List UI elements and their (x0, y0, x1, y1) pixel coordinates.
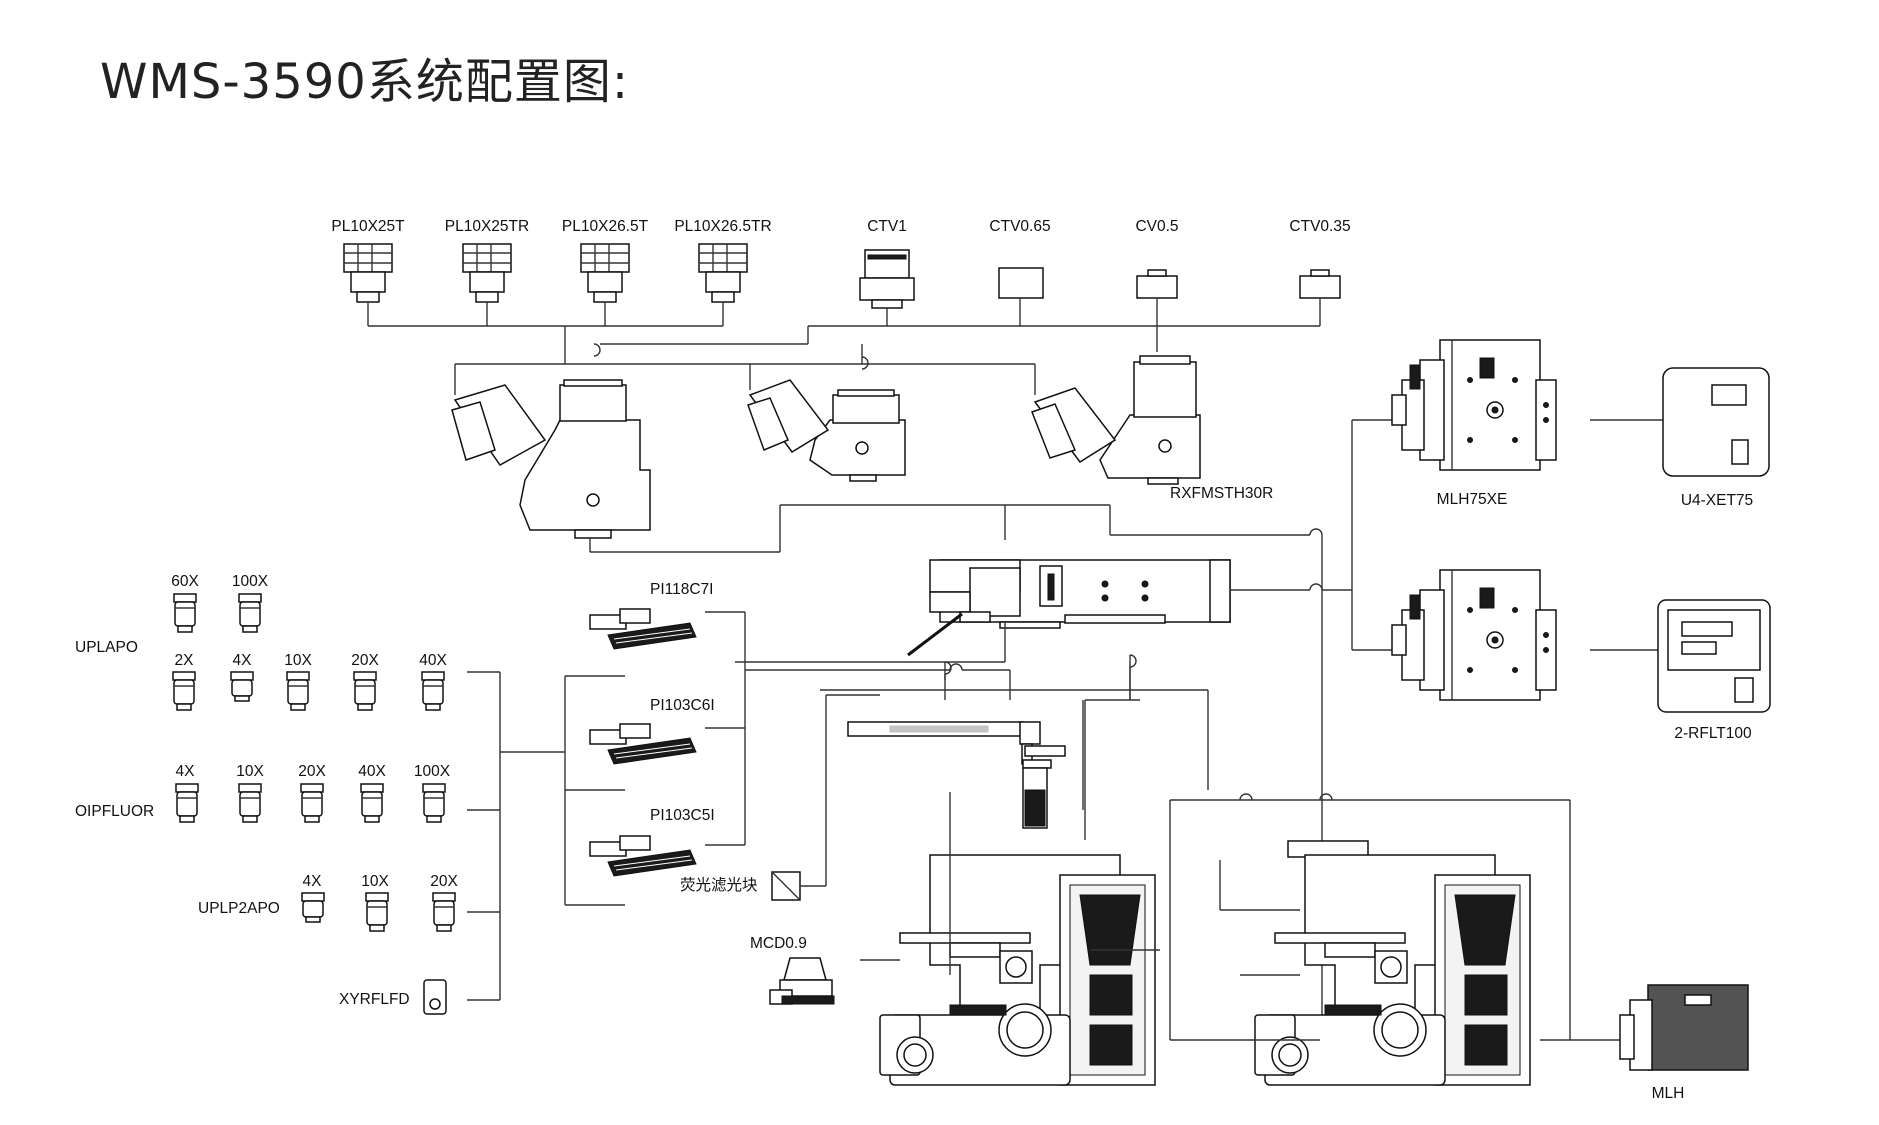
objective-series-label: OIPFLUOR (75, 803, 154, 820)
adapter-cv05: CV0.5 (1135, 218, 1179, 299)
objective-series-label: UPLP2APO (198, 900, 280, 917)
eyepiece-label: PL10X26.5TR (674, 218, 771, 235)
objective-mag: 4X (303, 873, 323, 890)
trinocular-head-3: RXFMSTH30R (1031, 355, 1273, 502)
objective-mag: 2X (175, 652, 195, 669)
objective-group-uplapo: UPLAPO 60X 100X 2X 4X 10X 20X 40X (75, 573, 447, 711)
eyepiece-label: PL10X25TR (445, 218, 529, 235)
adapter-label: CTV0.65 (989, 218, 1050, 235)
microscope-frame-1 (879, 854, 1156, 1086)
objective-mag: 100X (414, 763, 451, 780)
objective-series-label: XYRFLFD (339, 991, 410, 1008)
objective-mag: 4X (233, 652, 253, 669)
nosepiece-label: PI118C7I (650, 581, 713, 598)
power-supply-2-rflt100: 2-RFLT100 (1590, 599, 1771, 742)
objective-mag: 10X (236, 763, 264, 780)
power-supply-u4-xet75: U4-XET75 (1590, 367, 1770, 509)
objective-group-uplp2apo: UPLP2APO 4X 10X 20X (198, 873, 458, 932)
objective-mag: 40X (358, 763, 386, 780)
objective-mag: 100X (232, 573, 269, 590)
trinocular-head-2 (747, 379, 906, 482)
adapter-ctv1: CTV1 (859, 218, 915, 309)
nosepiece-label: PI103C5I (650, 807, 715, 824)
objective-mag: 40X (419, 652, 447, 669)
microscope-connectors (949, 792, 1620, 1041)
illuminator-connectors (735, 419, 1395, 810)
nosepiece-label: PI103C6I (650, 697, 715, 714)
condenser-label: MCD0.9 (750, 935, 807, 952)
eyepiece-label: PL10X25T (331, 218, 405, 235)
microscope-frame-2 (1254, 840, 1531, 1086)
nosepiece-pi118c7i: PI118C7I (589, 581, 713, 650)
condenser-mcd09: MCD0.9 (750, 935, 900, 1005)
eyepiece-pl10x25tr: PL10X25TR (445, 218, 529, 303)
nosepiece-connectors (705, 611, 1011, 846)
light-source-mlh: MLH (1619, 984, 1749, 1102)
eyepiece-label: PL10X26.5T (562, 218, 649, 235)
trinocular-head-1 (451, 379, 651, 539)
head-label: RXFMSTH30R (1170, 485, 1273, 502)
objective-mag: 10X (284, 652, 312, 669)
power-supply-label: U4-XET75 (1681, 492, 1753, 509)
objective-xyrflfd: XYRFLFD (339, 979, 447, 1015)
eyepiece-pl10x25t: PL10X25T (331, 218, 405, 303)
objective-mag: 4X (176, 763, 196, 780)
objective-mag: 60X (171, 573, 199, 590)
filter-cube-label: 荧光滤光块 (680, 876, 758, 894)
lamp-house-2 (1391, 569, 1557, 701)
adapter-label: CTV0.35 (1289, 218, 1350, 235)
eyepiece-pl10x265tr: PL10X26.5TR (674, 218, 772, 303)
nosepiece-pi103c5i: PI103C5I (589, 807, 715, 877)
adapter-label: CTV1 (867, 218, 907, 235)
top-connectors (367, 298, 1321, 395)
objective-mag: 20X (351, 652, 379, 669)
lamp-house-mlh75xe: MLH75XE (1391, 339, 1557, 508)
light-source-label: MLH (1652, 1085, 1685, 1102)
objective-series-label: UPLAPO (75, 639, 138, 656)
fluorescence-illuminator (907, 559, 1231, 657)
objective-mag: 10X (361, 873, 389, 890)
adapter-label: CV0.5 (1135, 218, 1178, 235)
adapter-ctv035: CTV0.35 (1289, 218, 1351, 299)
eyepiece-pl10x265t: PL10X26.5T (562, 218, 649, 303)
nosepiece-pi103c6i: PI103C6I (589, 697, 715, 765)
objective-mag: 20X (298, 763, 326, 780)
objective-group-oipfluor: OIPFLUOR 4X 10X 20X 40X 100X (75, 763, 451, 823)
objective-connectors (467, 671, 625, 1001)
filter-cube: 荧光滤光块 (680, 694, 880, 901)
page-title: WMS-3590系统配置图: (100, 54, 629, 110)
lamp-label: MLH75XE (1437, 491, 1508, 508)
objective-mag: 20X (430, 873, 458, 890)
stage-assembly (847, 700, 1086, 840)
power-supply-label: 2-RFLT100 (1674, 725, 1752, 742)
adapter-ctv065: CTV0.65 (989, 218, 1051, 299)
